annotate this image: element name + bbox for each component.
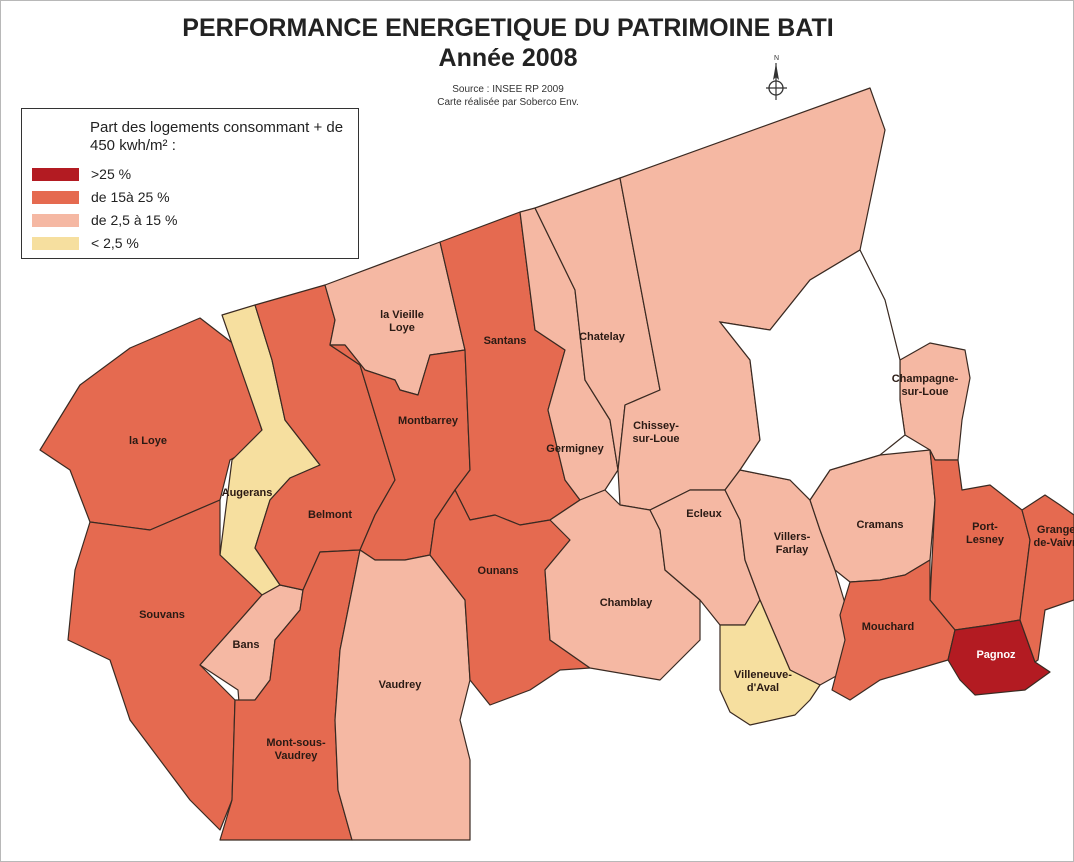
commune-label-cramans: Cramans — [856, 519, 903, 531]
commune-label-santans: Santans — [484, 335, 527, 347]
legend-item-2-5-15: de 2,5 à 15 % — [32, 211, 177, 229]
commune-label-villeneuve-d-aval: Villeneuve- — [734, 669, 792, 681]
commune-label-chissey-sur-loue: Chissey- — [633, 420, 679, 432]
commune-label-grange-de-vaivre: de-Vaivre — [1034, 537, 1074, 549]
commune-label-chatelay: Chatelay — [579, 331, 626, 343]
commune-pagnoz — [947, 619, 1051, 696]
commune-label-augerans: Augerans — [222, 487, 273, 499]
commune-label-montbarrey: Montbarrey — [398, 415, 459, 427]
commune-label-port-lesney: Port- — [972, 521, 998, 533]
commune-label-la-loye: la Loye — [129, 435, 167, 447]
commune-label-vaudrey: Vaudrey — [379, 679, 423, 691]
commune-label-villers-farlay: Farlay — [776, 544, 809, 556]
commune-vaudrey — [334, 549, 471, 841]
credit-note: Carte réalisée par Soberco Env. — [437, 97, 579, 108]
source-note: Source : INSEE RP 2009 — [452, 84, 564, 95]
commune-label-germigney: Germigney — [546, 443, 604, 455]
map-subtitle-year: Année 2008 — [438, 44, 578, 72]
legend-label: de 2,5 à 15 % — [91, 212, 178, 228]
commune-label-bans: Bans — [233, 639, 260, 651]
commune-label-villeneuve-d-aval: d'Aval — [747, 682, 779, 694]
commune-label-la-vieille-loye: la Vieille — [380, 309, 424, 321]
legend-swatch — [32, 213, 79, 227]
commune-label-la-vieille-loye: Loye — [389, 322, 415, 334]
north-label: N — [774, 55, 779, 62]
commune-label-mouchard: Mouchard — [862, 621, 915, 633]
commune-label-mont-sous-vaudrey: Vaudrey — [275, 750, 319, 762]
commune-label-champagne-sur-loue: sur-Loue — [901, 386, 948, 398]
commune-label-villers-farlay: Villers- — [774, 531, 811, 543]
commune-label-chamblay: Chamblay — [600, 597, 653, 609]
commune-label-belmont: Belmont — [308, 509, 352, 521]
legend: Part des logements consommant + de 450 k… — [21, 108, 359, 259]
legend-item-over-25: >25 % — [32, 165, 131, 183]
commune-label-port-lesney: Lesney — [966, 534, 1005, 546]
commune-label-champagne-sur-loue: Champagne- — [892, 373, 959, 385]
commune-label-chissey-sur-loue: sur-Loue — [632, 433, 679, 445]
legend-swatch — [32, 167, 79, 181]
map-title: PERFORMANCE ENERGETIQUE DU PATRIMOINE BA… — [182, 14, 834, 42]
legend-title: Part des logements consommant + de 450 k… — [90, 119, 344, 154]
commune-grange-de-vaivre — [1019, 494, 1074, 663]
commune-label-pagnoz: Pagnoz — [976, 649, 1016, 661]
commune-label-souvans: Souvans — [139, 609, 185, 621]
commune-label-ecleux: Ecleux — [686, 508, 722, 520]
legend-label: de 15à 25 % — [91, 189, 170, 205]
commune-villeneuve-d-aval — [719, 599, 821, 726]
commune-label-ounans: Ounans — [478, 565, 519, 577]
legend-label: >25 % — [91, 166, 132, 182]
commune-champagne-sur-loue — [899, 342, 971, 461]
commune-label-grange-de-vaivre: Grange- — [1037, 524, 1074, 536]
commune-ounans — [429, 489, 591, 706]
legend-item-under-2-5: < 2,5 % — [32, 234, 139, 252]
legend-swatch — [32, 236, 79, 250]
legend-item-15-25: de 15à 25 % — [32, 188, 170, 206]
legend-label: < 2,5 % — [91, 235, 139, 251]
map-gap-area — [718, 249, 906, 501]
north-arrow-icon: N — [766, 55, 787, 100]
commune-label-mont-sous-vaudrey: Mont-sous- — [266, 737, 326, 749]
legend-swatch — [32, 190, 79, 204]
